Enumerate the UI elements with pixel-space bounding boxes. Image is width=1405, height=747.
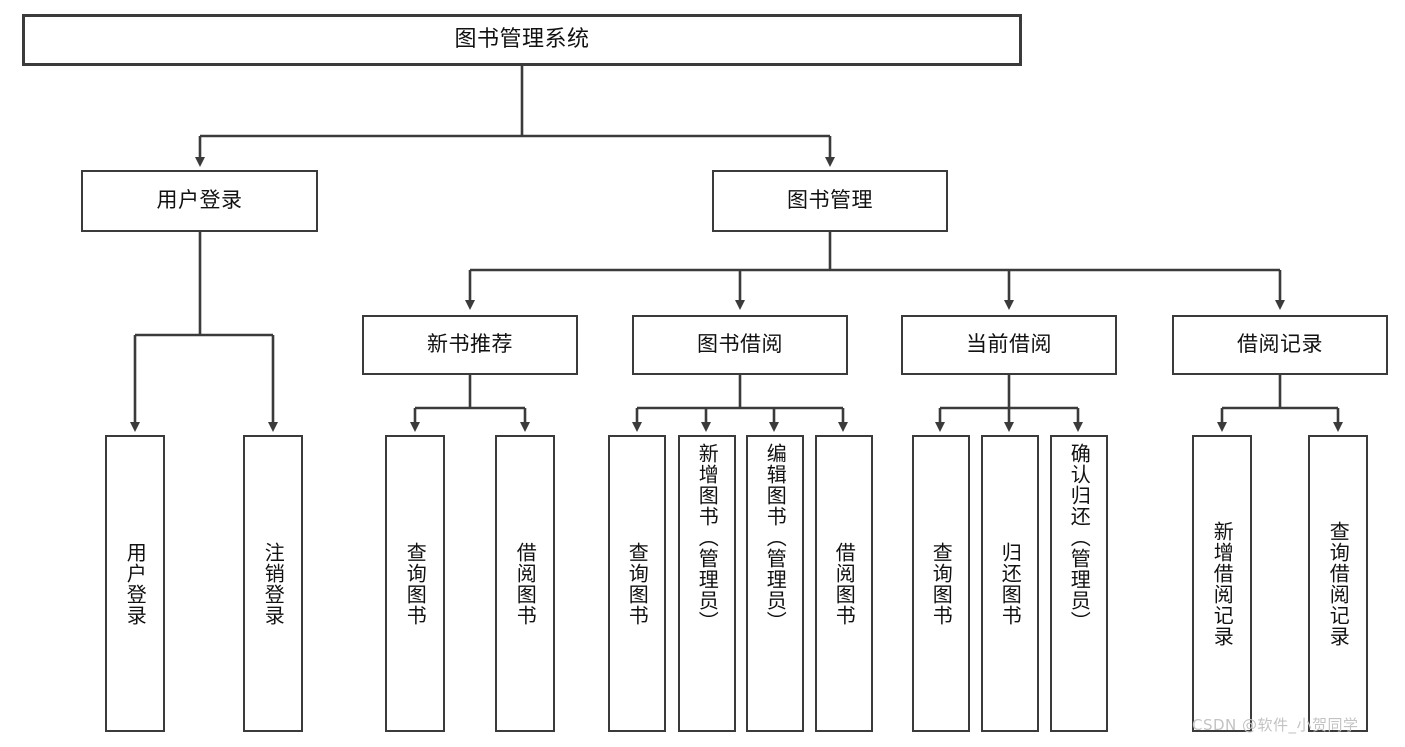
leaf-label: 编辑图书（管理员） bbox=[763, 443, 788, 632]
node-label: 当前借阅 bbox=[966, 332, 1052, 357]
node-borrow-record[interactable]: 借阅记录 bbox=[1172, 315, 1388, 375]
leaf-user-login-0[interactable]: 用户登录 bbox=[105, 435, 165, 732]
leaf-label: 查询图书 bbox=[929, 541, 954, 626]
leaf-label: 借阅图书 bbox=[513, 541, 538, 626]
node-label: 图书管理 bbox=[787, 188, 873, 213]
node-book-manage[interactable]: 图书管理 bbox=[712, 170, 948, 232]
node-label: 用户登录 bbox=[156, 188, 243, 213]
node-book-borrow[interactable]: 图书借阅 bbox=[632, 315, 848, 375]
watermark-text: CSDN @软件_小贺同学 bbox=[1192, 716, 1359, 734]
leaf-book-borrow-1[interactable]: 新增图书（管理员） bbox=[678, 435, 736, 732]
node-label: 图书管理系统 bbox=[454, 26, 590, 52]
leaf-label: 借阅图书 bbox=[832, 541, 857, 626]
leaf-user-login-1[interactable]: 注销登录 bbox=[243, 435, 303, 732]
leaf-label: 查询图书 bbox=[625, 541, 650, 626]
leaf-book-borrow-2[interactable]: 编辑图书（管理员） bbox=[746, 435, 804, 732]
leaf-borrow-record-0[interactable]: 新增借阅记录 bbox=[1192, 435, 1252, 732]
leaf-label: 确认归还（管理员） bbox=[1067, 443, 1092, 632]
leaf-current-borrow-0[interactable]: 查询图书 bbox=[912, 435, 970, 732]
node-new-book-recommend[interactable]: 新书推荐 bbox=[362, 315, 578, 375]
leaf-book-borrow-0[interactable]: 查询图书 bbox=[608, 435, 666, 732]
node-user-login[interactable]: 用户登录 bbox=[81, 170, 318, 232]
leaf-label: 归还图书 bbox=[998, 541, 1023, 626]
leaf-label: 查询借阅记录 bbox=[1326, 520, 1351, 647]
leaf-current-borrow-2[interactable]: 确认归还（管理员） bbox=[1050, 435, 1108, 732]
leaf-label: 用户登录 bbox=[123, 541, 148, 626]
node-label: 借阅记录 bbox=[1237, 332, 1323, 357]
node-current-borrow[interactable]: 当前借阅 bbox=[901, 315, 1117, 375]
node-label: 图书借阅 bbox=[697, 332, 783, 357]
leaf-label: 新增图书（管理员） bbox=[695, 443, 720, 632]
leaf-new-book-rec-1[interactable]: 借阅图书 bbox=[495, 435, 555, 732]
leaf-label: 新增借阅记录 bbox=[1210, 520, 1235, 647]
leaf-borrow-record-1[interactable]: 查询借阅记录 bbox=[1308, 435, 1368, 732]
leaf-current-borrow-1[interactable]: 归还图书 bbox=[981, 435, 1039, 732]
node-root-system[interactable]: 图书管理系统 bbox=[22, 14, 1022, 66]
node-label: 新书推荐 bbox=[427, 332, 513, 357]
leaf-label: 注销登录 bbox=[261, 541, 286, 626]
leaf-new-book-rec-0[interactable]: 查询图书 bbox=[385, 435, 445, 732]
leaf-label: 查询图书 bbox=[403, 541, 428, 626]
leaf-book-borrow-3[interactable]: 借阅图书 bbox=[815, 435, 873, 732]
